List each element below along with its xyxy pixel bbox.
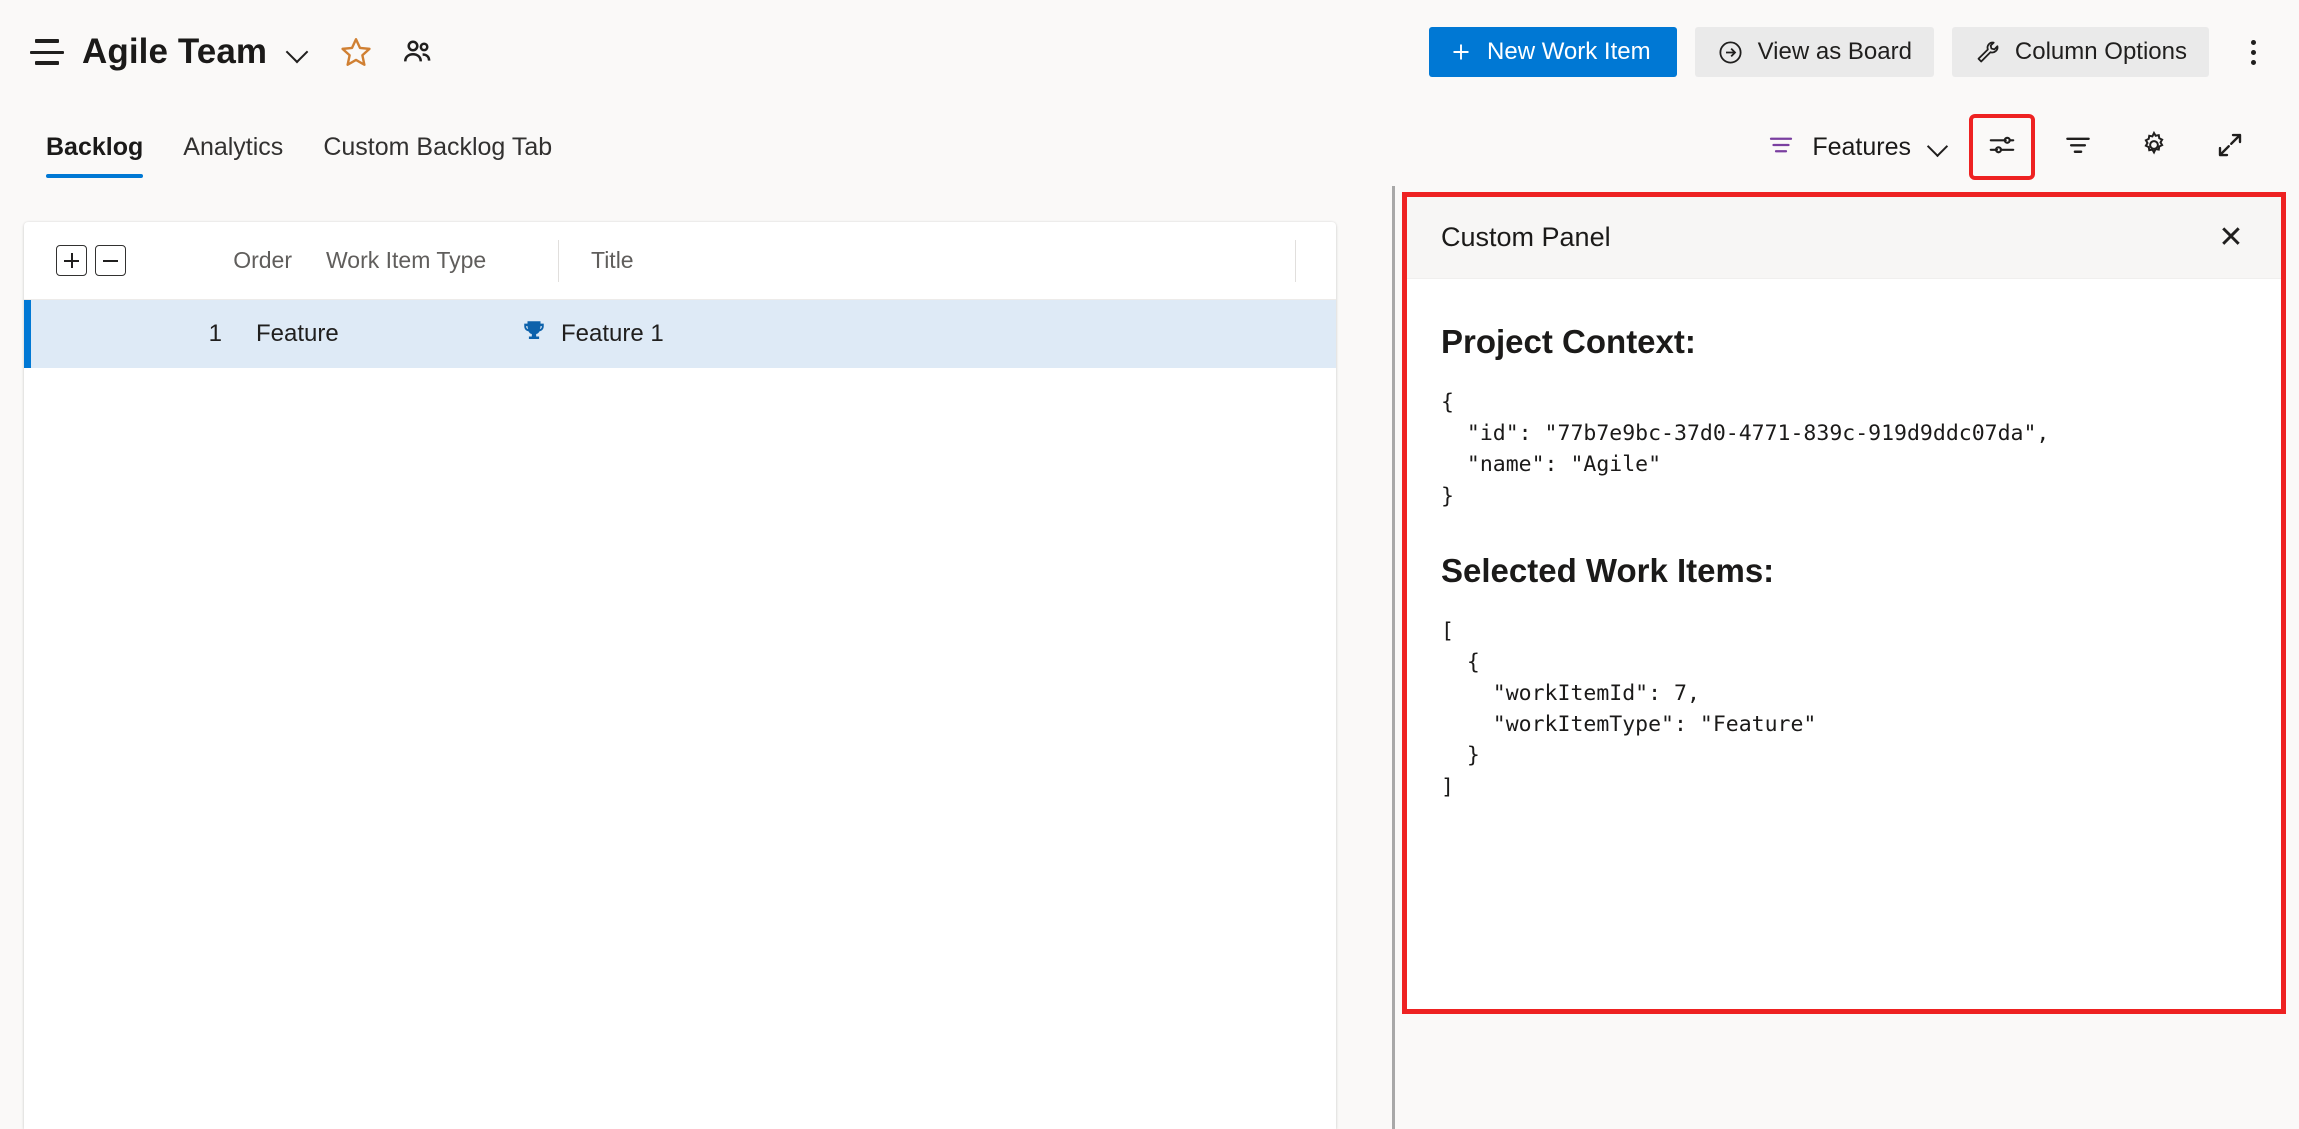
backlog-levels-icon	[1766, 130, 1796, 165]
fullscreen-button[interactable]	[2201, 118, 2259, 176]
team-chevron-down-icon[interactable]	[285, 39, 311, 65]
tab-analytics[interactable]: Analytics	[163, 104, 303, 190]
tab-backlog-label: Backlog	[46, 132, 144, 161]
more-vertical-icon[interactable]	[2231, 28, 2275, 76]
tab-custom-backlog-tab-label: Custom Backlog Tab	[323, 132, 553, 161]
cell-work-item-type: Feature	[256, 320, 339, 347]
custom-panel: Custom Panel ✕ Project Context: { "id": …	[1402, 192, 2286, 1014]
trophy-icon	[521, 318, 547, 351]
tab-strip: Backlog Analytics Custom Backlog Tab Fea…	[0, 104, 2299, 190]
settings-button[interactable]	[2125, 118, 2183, 176]
panel-body: Project Context: { "id": "77b7e9bc-37d0-…	[1407, 279, 2281, 803]
page-title: Agile Team	[82, 32, 268, 71]
backlog-level-label: Features	[1812, 132, 1911, 161]
column-header-order[interactable]: Order	[233, 247, 292, 273]
cell-title-text: Feature 1	[561, 320, 664, 347]
view-as-board-label: View as Board	[1757, 38, 1912, 65]
filter-icon	[2063, 130, 2093, 165]
new-work-item-button[interactable]: New Work Item	[1429, 27, 1677, 77]
plus-square-icon[interactable]	[56, 245, 87, 276]
view-as-board-button[interactable]: View as Board	[1694, 27, 1934, 77]
minus-square-icon[interactable]	[95, 245, 126, 276]
backlog-level-chevron-down-icon	[1927, 136, 1949, 158]
cell-title: Feature 1	[521, 318, 664, 351]
selected-work-items-code: [ { "workItemId": 7, "workItemType": "Fe…	[1441, 618, 1817, 800]
table-row[interactable]: 1 Feature Feature 1	[24, 300, 1336, 368]
panel-splitter[interactable]	[1392, 186, 1395, 1129]
people-icon[interactable]	[401, 36, 433, 68]
backlog-view-controls: Features	[1754, 114, 2299, 180]
grid-header-row: Order Work Item Type Title	[24, 222, 1336, 300]
tab-custom-backlog-tab[interactable]: Custom Backlog Tab	[303, 104, 572, 190]
top-command-bar: Agile Team New Work Item	[0, 0, 2299, 104]
backlog-grid: Order Work Item Type Title 1 Feature Fea…	[24, 222, 1336, 1129]
backlog-level-selector[interactable]: Features	[1754, 130, 1961, 165]
expand-collapse-group	[56, 245, 126, 276]
view-options-button[interactable]	[1969, 114, 2035, 180]
gear-icon	[2139, 130, 2169, 165]
arrow-circle-right-icon	[1717, 39, 1744, 66]
selected-work-items-heading: Selected Work Items:	[1441, 551, 1775, 589]
column-options-button[interactable]: Column Options	[1951, 27, 2209, 77]
column-divider	[558, 239, 559, 282]
hamburger-icon[interactable]	[30, 39, 64, 65]
filter-button[interactable]	[2049, 118, 2107, 176]
tab-list: Backlog Analytics Custom Backlog Tab	[0, 104, 572, 190]
command-bar-actions: New Work Item View as Board Column Optio…	[1429, 27, 2299, 77]
panel-header: Custom Panel ✕	[1407, 197, 2281, 279]
new-work-item-label: New Work Item	[1487, 38, 1651, 65]
panel-title: Custom Panel	[1441, 222, 1611, 252]
close-icon[interactable]: ✕	[2218, 220, 2244, 254]
project-context-heading: Project Context:	[1441, 323, 1696, 360]
project-context-code: { "id": "77b7e9bc-37d0-4771-839c-919d9dd…	[1441, 390, 2050, 509]
column-options-label: Column Options	[2014, 38, 2187, 65]
wrench-icon	[1974, 39, 2001, 66]
tab-analytics-label: Analytics	[183, 132, 284, 161]
plus-icon	[1449, 40, 1473, 64]
column-header-work-item-type[interactable]: Work Item Type	[326, 247, 487, 273]
column-divider-right	[1295, 240, 1296, 282]
star-icon[interactable]	[339, 35, 373, 69]
tab-backlog[interactable]: Backlog	[26, 104, 163, 190]
cell-order: 1	[208, 320, 222, 347]
expand-diagonal-icon	[2215, 130, 2245, 165]
column-header-title[interactable]: Title	[591, 247, 634, 273]
sliders-icon	[1987, 130, 2017, 165]
